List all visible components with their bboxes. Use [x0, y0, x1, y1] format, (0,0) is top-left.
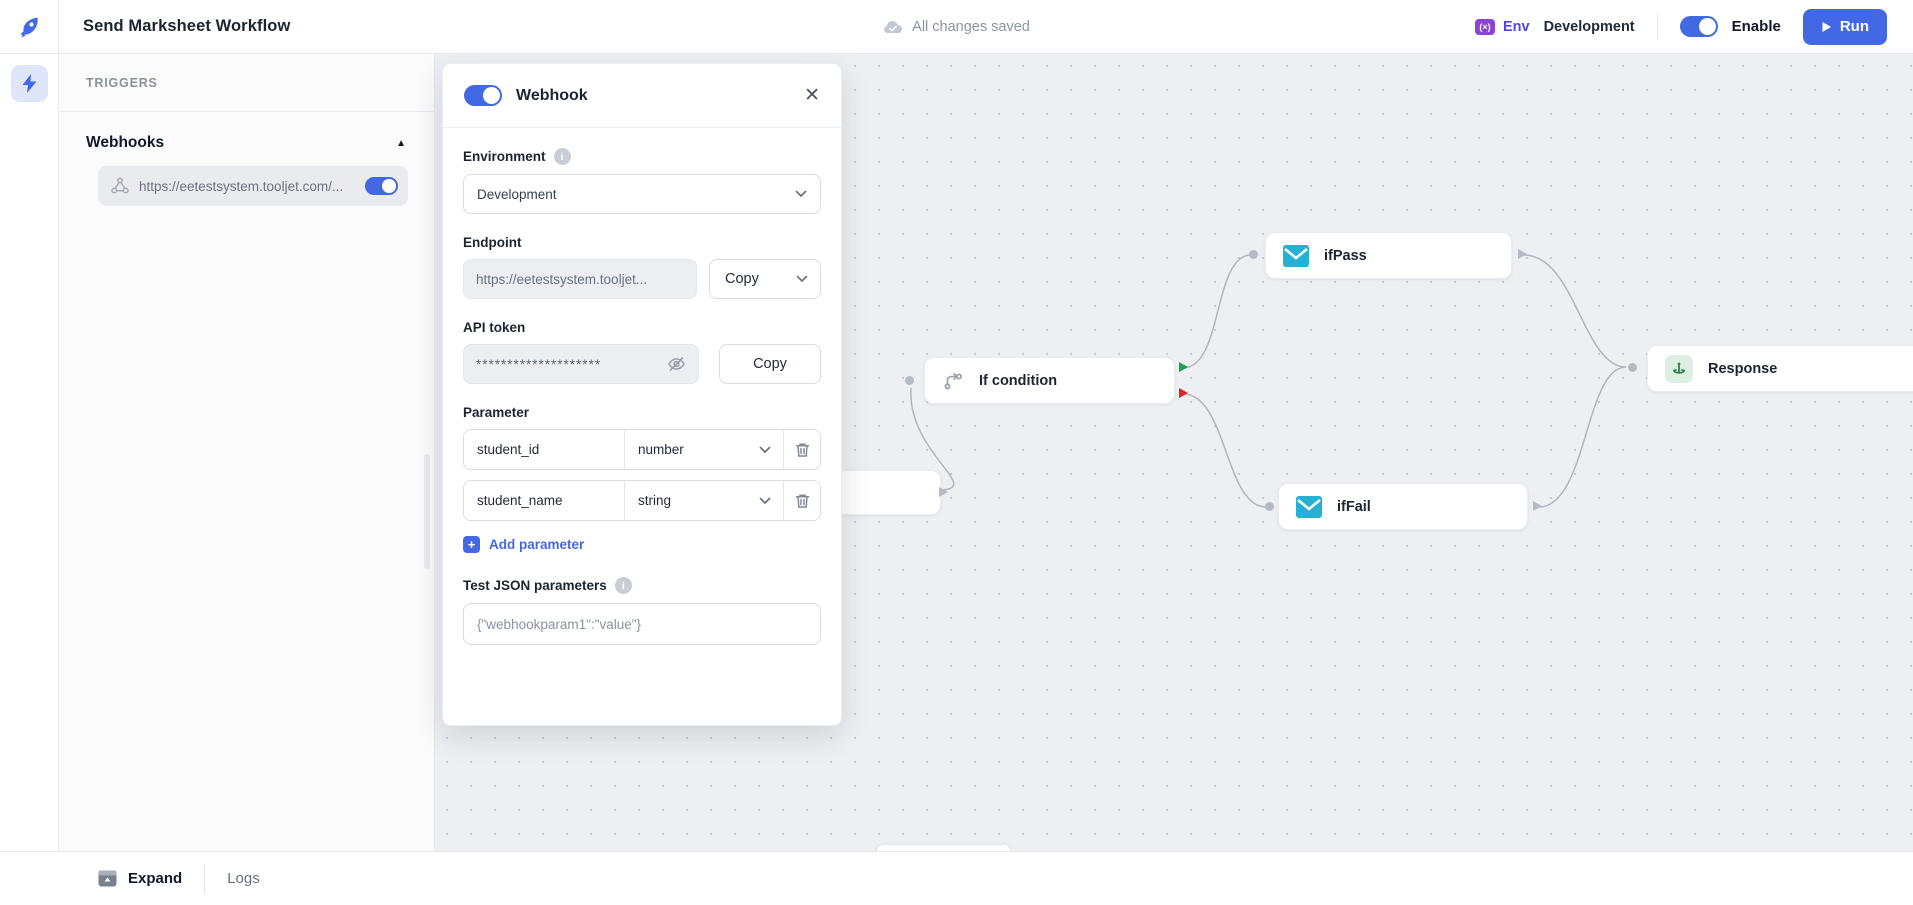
- add-parameter-label: Add parameter: [489, 537, 585, 552]
- webhook-item-toggle[interactable]: [365, 177, 398, 195]
- trash-icon[interactable]: [783, 481, 820, 520]
- webhook-icon: [111, 177, 129, 194]
- parameter-row: number: [463, 429, 821, 470]
- run-label: Run: [1839, 18, 1869, 35]
- run-button[interactable]: Run: [1802, 8, 1887, 45]
- node-label: Response: [1708, 360, 1778, 377]
- api-token-label: API token: [463, 320, 526, 335]
- top-header: Send Marksheet Workflow All changes save…: [0, 0, 1913, 54]
- chevron-down-icon: [796, 275, 808, 283]
- cloud-saved-icon: [884, 21, 903, 33]
- parameter-row: string: [463, 480, 821, 521]
- webhook-url: https://eetestsystem.tooljet.com/...: [139, 178, 344, 194]
- api-token-field: ********************: [463, 344, 699, 384]
- mail-icon: [1283, 244, 1309, 267]
- plus-icon: +: [463, 536, 480, 553]
- parameter-type-select[interactable]: number: [624, 430, 783, 469]
- node-label: ifFail: [1337, 498, 1371, 515]
- trash-icon[interactable]: [783, 430, 820, 469]
- masked-token: ********************: [476, 356, 602, 372]
- enable-toggle[interactable]: [1679, 16, 1718, 37]
- api-token-copy-button[interactable]: Copy: [719, 344, 821, 384]
- webhook-list-item[interactable]: https://eetestsystem.tooljet.com/...: [98, 166, 408, 206]
- endpoint-copy-button[interactable]: Copy: [709, 259, 821, 299]
- divider: [204, 863, 206, 894]
- copy-label: Copy: [725, 271, 759, 287]
- if-condition-icon: [942, 370, 964, 392]
- eye-off-icon[interactable]: [667, 356, 686, 372]
- chevron-down-icon: [759, 497, 771, 504]
- env-label: Env: [1502, 18, 1530, 35]
- parameter-type-value: number: [638, 442, 684, 457]
- if-fail-handle[interactable]: [1179, 388, 1188, 398]
- endpoint-label: Endpoint: [463, 235, 522, 250]
- parameter-name-input[interactable]: [464, 481, 624, 520]
- sidebar-scrollbar[interactable]: [424, 454, 430, 569]
- response-icon: [1665, 354, 1693, 383]
- if-input-handle[interactable]: [905, 376, 914, 385]
- ifpass-output-handle[interactable]: [1518, 249, 1527, 259]
- play-icon: [1822, 21, 1831, 32]
- test-json-input[interactable]: [463, 603, 821, 645]
- bottom-bar: Expand Logs: [0, 851, 1913, 905]
- parameter-type-select[interactable]: string: [624, 481, 783, 520]
- lightning-icon: [22, 74, 36, 93]
- test-json-label: Test JSON parameters: [463, 578, 607, 593]
- endpoint-value-field: https://eetestsystem.tooljet...: [463, 259, 697, 299]
- divider: [1656, 13, 1658, 40]
- node-response[interactable]: Response: [1647, 345, 1913, 392]
- enable-label: Enable: [1731, 18, 1781, 35]
- iffail-output-handle[interactable]: [1533, 501, 1542, 511]
- environment-select[interactable]: Development: [463, 174, 821, 214]
- workflow-title: Send Marksheet Workflow: [83, 17, 291, 35]
- node-label: ifPass: [1324, 247, 1367, 264]
- chevron-down-icon: [759, 446, 771, 453]
- add-parameter-button[interactable]: + Add parameter: [463, 536, 821, 553]
- edge-lines: [910, 254, 1627, 508]
- rocket-icon: [20, 17, 38, 37]
- close-icon[interactable]: ✕: [804, 85, 820, 106]
- node-iffail[interactable]: ifFail: [1278, 483, 1528, 530]
- mail-icon: [1296, 495, 1322, 518]
- ifpass-input-handle[interactable]: [1249, 250, 1258, 259]
- webhooks-group-title: Webhooks: [86, 134, 165, 151]
- save-status-text: All changes saved: [912, 19, 1030, 35]
- triggers-rail-button[interactable]: [10, 65, 48, 102]
- node-ifpass[interactable]: ifPass: [1265, 232, 1512, 279]
- env-icon: (×): [1474, 18, 1495, 35]
- app-logo[interactable]: [0, 0, 59, 53]
- if-pass-handle[interactable]: [1179, 362, 1188, 372]
- left-rail: [0, 54, 59, 851]
- environment-value: Development: [477, 186, 557, 202]
- parameter-type-value: string: [638, 493, 672, 508]
- logs-tab[interactable]: Logs: [227, 870, 260, 887]
- triggers-section-title: TRIGGERS: [86, 75, 158, 90]
- panel-title: Webhook: [516, 86, 588, 104]
- node-if-condition[interactable]: If condition: [924, 357, 1175, 404]
- triggers-sidebar: TRIGGERS Webhooks ▲ https://eetestsystem…: [0, 54, 435, 851]
- expand-button[interactable]: Expand: [98, 870, 182, 887]
- info-icon: i: [614, 577, 632, 594]
- webhook-config-panel: Webhook ✕ Environment i Development Endp…: [442, 63, 842, 726]
- parameter-name-input[interactable]: [464, 430, 624, 469]
- chevron-down-icon: [795, 190, 807, 198]
- iffail-input-handle[interactable]: [1265, 502, 1274, 511]
- environment-label: Environment: [463, 149, 546, 164]
- expand-panel-icon: [98, 870, 117, 887]
- env-value[interactable]: Development: [1543, 18, 1635, 35]
- node-label: If condition: [979, 372, 1058, 389]
- response-input-handle[interactable]: [1628, 363, 1637, 372]
- webhook-enable-toggle[interactable]: [464, 85, 502, 106]
- parameter-label: Parameter: [463, 405, 530, 420]
- start-output-handle[interactable]: [939, 487, 948, 497]
- expand-label: Expand: [128, 870, 183, 887]
- info-icon: i: [553, 148, 571, 165]
- collapse-icon[interactable]: ▲: [396, 137, 406, 149]
